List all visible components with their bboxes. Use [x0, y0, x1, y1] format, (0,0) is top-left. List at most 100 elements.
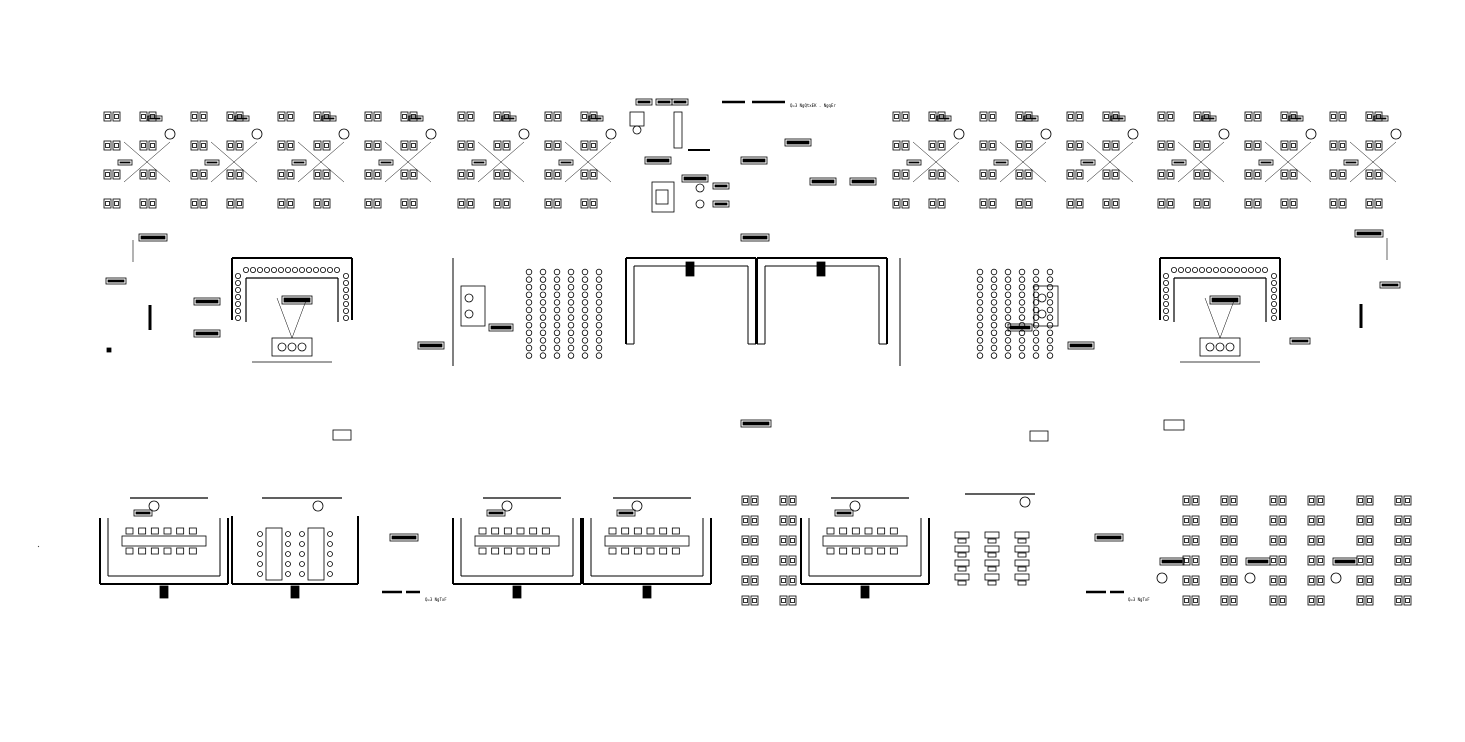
- desk: [139, 111, 148, 122]
- round-chair: [342, 307, 349, 314]
- tag-fill: [714, 202, 728, 206]
- office-chair: [1330, 572, 1342, 584]
- tag-fill: [618, 511, 634, 515]
- desk: [400, 111, 409, 122]
- round-chair: [327, 541, 333, 547]
- desk: [190, 198, 199, 209]
- lounge-seat: [651, 181, 675, 213]
- chair: [1280, 518, 1285, 523]
- tag-frame: [558, 159, 574, 166]
- auditorium-seat: [1046, 291, 1054, 298]
- desk: [1220, 575, 1229, 586]
- desk: [466, 198, 475, 209]
- auditorium-seat: [1018, 284, 1026, 291]
- lounge-seat: [655, 189, 669, 205]
- desk: [1365, 198, 1374, 209]
- auditorium-seat: [976, 337, 984, 344]
- office-chair: [148, 500, 160, 512]
- chair: [1246, 172, 1251, 177]
- tag-frame: [105, 277, 127, 285]
- auditorium-seat: [1032, 314, 1040, 321]
- tag-frame: [147, 115, 163, 122]
- plant-box: [332, 429, 352, 441]
- middle-row-training-and-auditoriums: [105, 229, 1401, 442]
- chair: [1291, 172, 1296, 177]
- auditorium-seat: [990, 329, 998, 336]
- chair: [1367, 498, 1372, 503]
- chair: [1340, 201, 1345, 206]
- round-chair: [342, 300, 349, 307]
- chair: [1396, 518, 1401, 523]
- chair: [1405, 578, 1410, 583]
- desk: [779, 515, 788, 526]
- round-chair: [257, 551, 263, 557]
- chair: [279, 172, 284, 177]
- tag-frame: [1288, 115, 1304, 122]
- desk: [1365, 169, 1374, 180]
- chair: [1231, 498, 1236, 503]
- desk: [1289, 140, 1298, 151]
- chair: [1193, 538, 1198, 543]
- lectern-area: [460, 285, 486, 327]
- desk: [1365, 495, 1374, 506]
- tag-frame: [133, 509, 153, 517]
- chair: [889, 527, 898, 535]
- desk: [400, 198, 409, 209]
- chair: [1184, 538, 1189, 543]
- auditorium-seat: [595, 344, 603, 352]
- desk: [1253, 140, 1262, 151]
- chair: [495, 172, 500, 177]
- round-chair: [1163, 279, 1170, 286]
- chair: [459, 143, 464, 148]
- desk: [1166, 111, 1175, 122]
- chair: [1367, 518, 1372, 523]
- chair: [1282, 143, 1287, 148]
- tag-fill: [323, 117, 335, 120]
- chair: [366, 172, 371, 177]
- auditorium-seat: [1032, 284, 1040, 291]
- desk: [788, 515, 797, 526]
- chair: [1159, 201, 1164, 206]
- auditorium-seat: [567, 329, 575, 336]
- office-chair: [312, 500, 324, 512]
- office-chair: [1205, 342, 1215, 352]
- auditorium-seat: [581, 284, 589, 291]
- bottom-row-meeting-rooms: [99, 493, 1412, 606]
- desk: [1329, 111, 1338, 122]
- office-chair: [1127, 128, 1139, 140]
- chair: [1358, 558, 1363, 563]
- chair: [1309, 518, 1314, 523]
- desk: [1374, 140, 1383, 151]
- chair: [1271, 578, 1276, 583]
- desk: [1394, 495, 1403, 506]
- round-chair: [1163, 307, 1170, 314]
- chair: [889, 547, 898, 555]
- chair: [1309, 558, 1314, 563]
- office-chair: [695, 183, 705, 193]
- tag-frame: [740, 156, 768, 165]
- desk: [1229, 535, 1238, 546]
- chair: [402, 114, 407, 119]
- chair: [752, 578, 757, 583]
- chair: [1017, 114, 1022, 119]
- desk: [1374, 198, 1383, 209]
- auditorium-seat: [553, 299, 561, 306]
- chair: [1017, 172, 1022, 177]
- dimension-line: [1086, 141, 1134, 183]
- auditorium-seat: [990, 314, 998, 321]
- desk: [741, 575, 750, 586]
- desk: [1338, 169, 1347, 180]
- desk: [1307, 495, 1316, 506]
- desk: [937, 169, 946, 180]
- round-chair: [342, 279, 349, 286]
- auditorium-seat: [553, 284, 561, 291]
- tag-fill: [742, 235, 768, 240]
- chair: [1291, 201, 1296, 206]
- tag-fill: [590, 117, 602, 120]
- round-chair: [1255, 266, 1262, 273]
- desk: [1269, 515, 1278, 526]
- tag-frame: [471, 159, 487, 166]
- chair: [790, 558, 795, 563]
- tag-frame: [1332, 557, 1358, 566]
- desk: [1356, 575, 1365, 586]
